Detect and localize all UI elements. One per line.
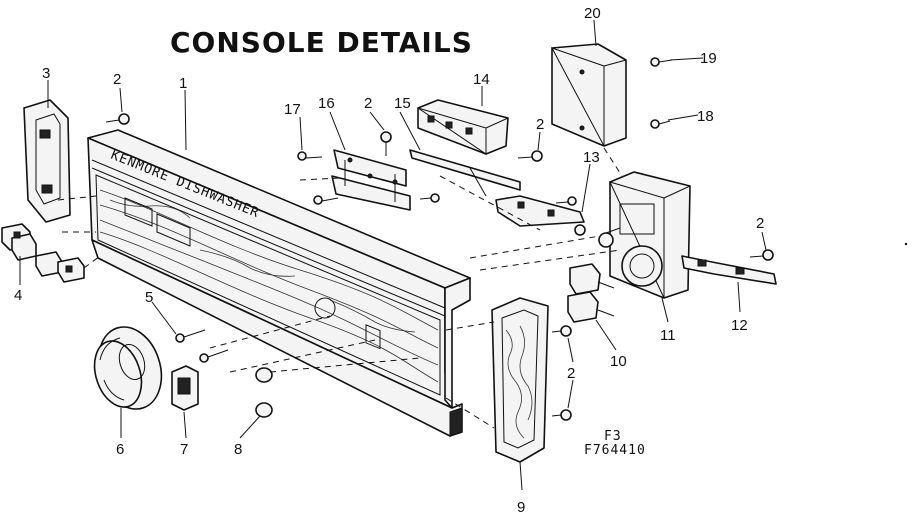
knob-screw-part [175, 329, 229, 363]
cover-screws-part [650, 57, 673, 129]
callout-label: 2 [756, 215, 764, 232]
switch-housing-part [417, 99, 509, 155]
callout-label: 2 [536, 116, 544, 133]
callout-label: 18 [697, 108, 714, 125]
callout-label: 20 [584, 5, 601, 22]
rail-part [409, 149, 521, 197]
figure-code: F3 [604, 429, 622, 444]
callout-label: 15 [394, 95, 411, 112]
diagram-title: CONSOLE DETAILS [170, 26, 473, 59]
callout-label: 8 [234, 441, 242, 458]
callout-label: 12 [731, 317, 748, 334]
callout-label: 10 [610, 353, 627, 370]
selector-switch-part [567, 263, 615, 323]
callout-label: 16 [318, 95, 335, 112]
callout-label: 11 [660, 327, 676, 344]
timer-bracket-part [681, 255, 777, 285]
leader-lines [19, 19, 767, 491]
callout-label: 7 [180, 441, 188, 458]
plug-buttons-part [255, 367, 273, 418]
console-panel-part: KENMORE DISHWASHER [87, 129, 471, 437]
rocker-switch-part [171, 365, 199, 411]
callout-label: 2 [113, 71, 121, 88]
callout-label: 6 [116, 441, 124, 458]
callout-label: 17 [284, 101, 301, 118]
callout-label: 4 [14, 287, 22, 304]
timer-part [598, 171, 691, 299]
callout-label: 14 [473, 71, 490, 88]
callout-label: 2 [364, 95, 372, 112]
timer-cover-part [550, 43, 627, 147]
callout-label: 3 [42, 65, 50, 82]
callout-label: 13 [583, 149, 600, 166]
left-end-cap-part [23, 99, 71, 223]
callout-labels: 1 2 2 2 2 2 3 4 5 6 7 8 9 10 11 12 13 14… [14, 5, 764, 516]
stray-dot [904, 242, 908, 246]
screw-part [105, 113, 774, 421]
dial-knob-part [93, 326, 163, 410]
callout-label: 2 [567, 365, 575, 382]
callout-label: 1 [179, 75, 187, 92]
callout-label: 19 [700, 50, 717, 67]
mounting-bracket-part [297, 149, 440, 211]
right-end-cap-part [491, 297, 549, 463]
hinge-clips-part [1, 223, 85, 283]
alignment-lines [57, 147, 623, 429]
callout-label: 9 [517, 499, 525, 516]
callout-label: 5 [145, 289, 153, 306]
figure-code: F764410 [584, 443, 646, 458]
